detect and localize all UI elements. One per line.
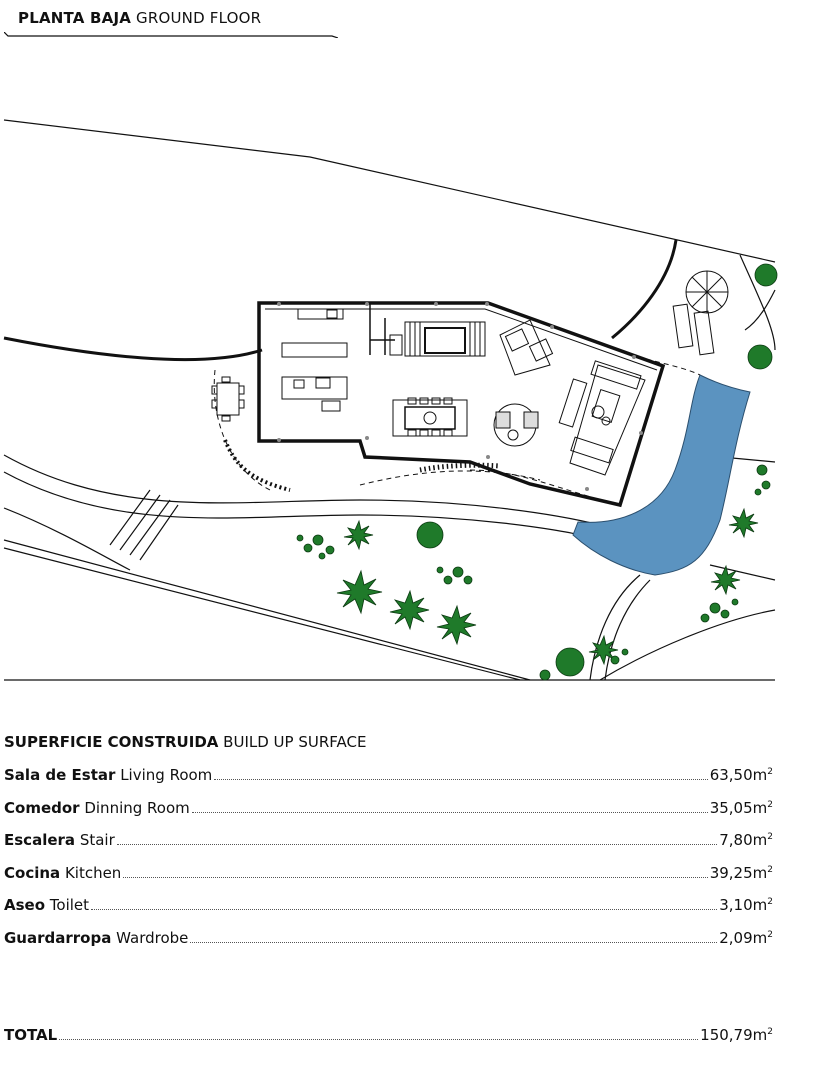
row-label-es: Sala de Estar (4, 766, 116, 784)
unit-superscript: 2 (767, 930, 773, 940)
leader-dots (191, 811, 708, 813)
unit-superscript: 2 (767, 832, 773, 842)
leader-dots (214, 778, 708, 780)
unit-superscript: 2 (767, 767, 773, 777)
terrain-lines (3, 119, 776, 681)
surface-heading: SUPERFICIE CONSTRUIDA BUILD UP SURFACE (4, 733, 366, 751)
page-title: PLANTA BAJA GROUND FLOOR (18, 9, 261, 27)
column-markers (277, 302, 643, 491)
kitchen (281, 308, 348, 412)
title-bold: PLANTA BAJA (18, 9, 132, 27)
row-label-en: Toilet (49, 896, 90, 914)
living-sofa (558, 360, 646, 476)
unit-superscript: 2 (767, 1027, 773, 1037)
row-label-es: Comedor (4, 799, 80, 817)
unit-superscript: 2 (767, 897, 773, 907)
row-value: 7,80m (719, 831, 768, 849)
round-table (493, 403, 539, 447)
row-value: 2,09m (719, 929, 768, 947)
row-label-en: Kitchen (64, 864, 122, 882)
leader-dots (116, 843, 718, 845)
leader-dots (59, 1038, 699, 1040)
pool-loungers (672, 270, 729, 356)
row-label-en: Living Room (120, 766, 213, 784)
unit-superscript: 2 (767, 865, 773, 875)
title-underline (4, 32, 338, 38)
row-value: 3,10m (719, 896, 768, 914)
total-value: 150,79m (700, 1026, 768, 1044)
title-light: GROUND FLOOR (136, 9, 262, 27)
surface-heading-bold: SUPERFICIE CONSTRUIDA (4, 733, 219, 751)
row-value: 63,50m (709, 766, 768, 784)
row-label-es: Cocina (4, 864, 61, 882)
total-label: TOTAL (4, 1026, 58, 1044)
stair (389, 321, 486, 357)
leader-dots (123, 876, 708, 878)
row-label-en: Dinning Room (84, 799, 190, 817)
surface-total-row: TOTAL 150,79m2 (4, 1022, 773, 1044)
surface-heading-light: BUILD UP SURFACE (223, 733, 367, 751)
armchairs (499, 319, 554, 376)
leader-dots (91, 908, 718, 910)
row-label-en: Wardrobe (116, 929, 189, 947)
house-walls (257, 301, 666, 508)
unit-superscript: 2 (767, 800, 773, 810)
surface-row: Cocina Kitchen 39,25m2 (4, 860, 773, 882)
pool (572, 374, 751, 576)
surface-row: Aseo Toilet 3,10m2 (4, 892, 773, 914)
row-label-en: Stair (79, 831, 115, 849)
surface-row: Comedor Dinning Room 35,05m2 (4, 795, 773, 817)
row-value: 35,05m (709, 799, 768, 817)
dining-table (392, 397, 468, 437)
surface-row: Escalera Stair 7,80m2 (4, 827, 773, 849)
surface-row: Sala de Estar Living Room 63,50m2 (4, 762, 773, 784)
row-label-es: Guardarropa (4, 929, 112, 947)
leader-dots (190, 941, 718, 943)
vegetation (296, 263, 778, 681)
row-label-es: Escalera (4, 831, 76, 849)
row-value: 39,25m (709, 864, 768, 882)
surface-row: Guardarropa Wardrobe 2,09m2 (4, 925, 773, 947)
outdoor-dining (211, 376, 245, 422)
row-label-es: Aseo (4, 896, 46, 914)
floor-plan (3, 119, 778, 681)
